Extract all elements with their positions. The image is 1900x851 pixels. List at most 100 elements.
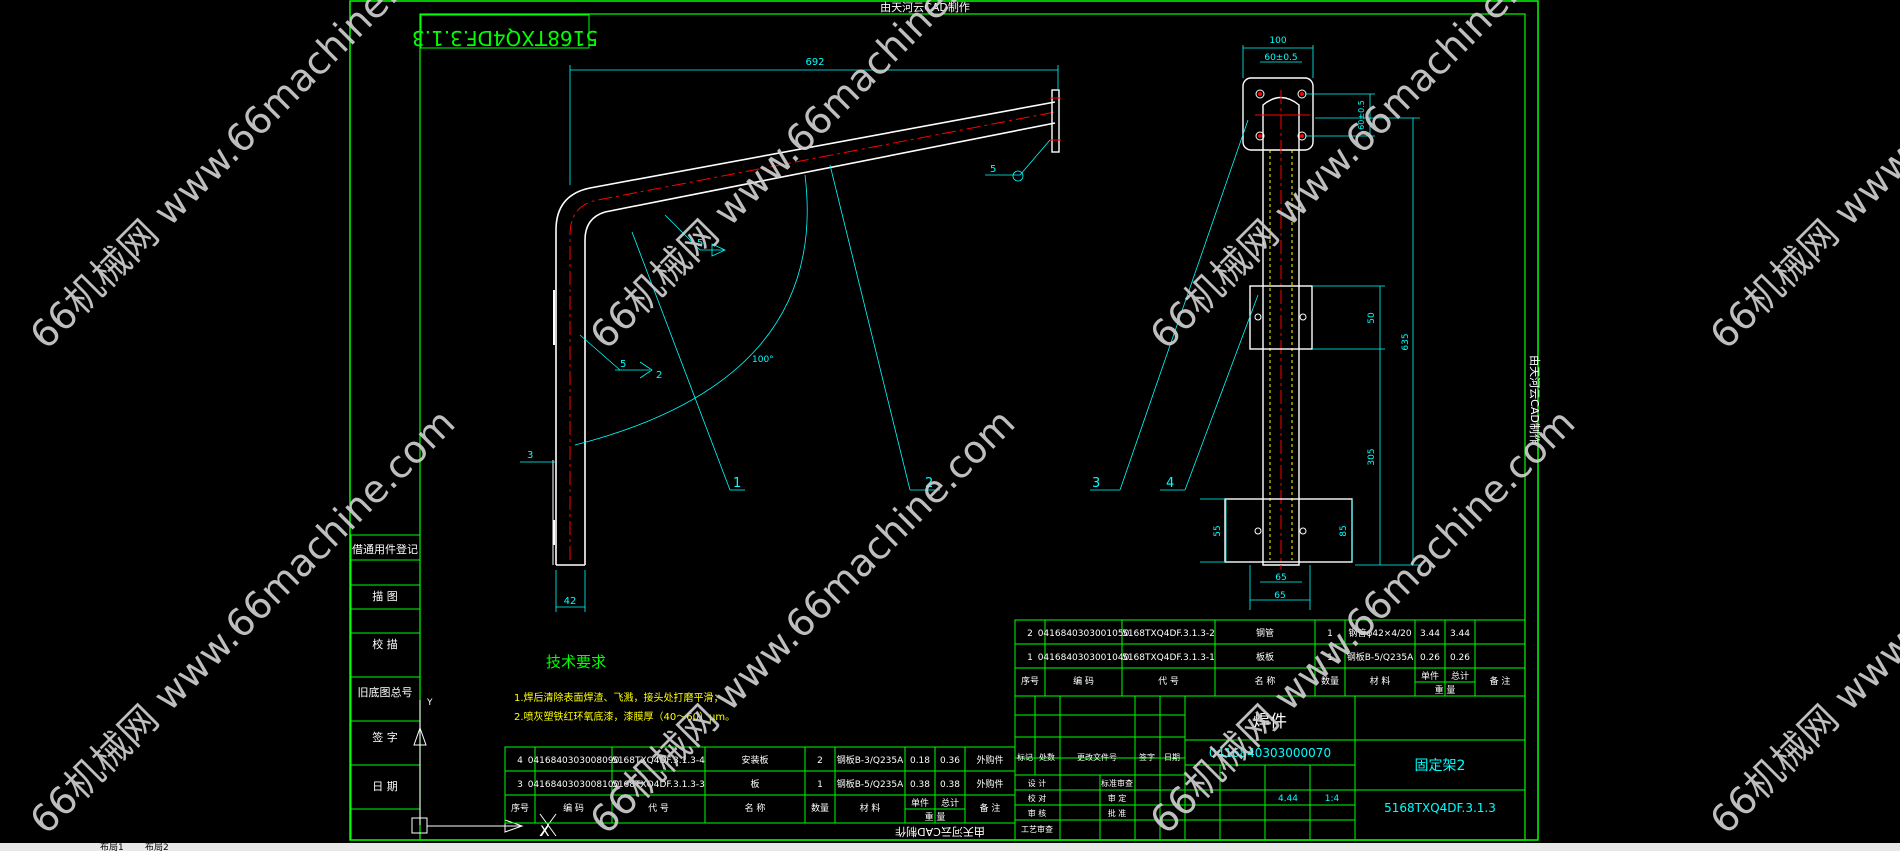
bom-cell: 板板 [1256,651,1274,663]
tube-centerline [569,111,1056,560]
title-part-name: 固定架2 [1415,758,1466,774]
title-block [1014,695,1526,841]
bom-header: 名 称 [1255,675,1276,687]
dim-length: 692 [805,57,824,68]
bom-header: 编 码 [1073,675,1094,687]
bom-header: 数量 [1321,675,1339,687]
bom-header: 名 称 [745,802,766,814]
balloon-2: 2 [925,476,933,491]
weld-symbol-3: 5 [620,359,626,370]
col-label-0: 借通用件登记 [352,542,418,556]
bom-cell: 钢板B-5/Q235A [1347,651,1414,663]
bom-cell: 1 [817,780,823,790]
svg-text:X: X [540,824,550,840]
inner-frame [419,13,1526,841]
title-label: 更改文件号 [1077,752,1117,762]
bom-header: 代 号 [648,803,669,814]
title-label: 设 计 [1028,778,1047,788]
bom-cell: 外购件 [976,754,1003,766]
bom-cell: 钢板B-5/Q235A [837,778,904,790]
bom-cell: 钢管φ42×4/20 [1348,627,1411,639]
drawing-number-text: 5168TXQ4DF.3.1.3 [412,26,598,50]
end-plate [1051,89,1060,153]
bom-header: 单件 [1421,670,1439,682]
dim-angle: 100° [752,355,774,365]
title-code: 0416840303000070 [1209,746,1331,760]
lower-block [1224,498,1353,563]
weld-symbol-4: 2 [656,370,662,381]
footer-text: 由天河云CAD制作 [895,825,985,839]
dim-mid-span: 305 [1367,448,1377,465]
layout-tabbar: 布局1 布局2 [0,843,1900,851]
title-label: 工艺审查 [1021,824,1053,834]
bom-cell: 3.44 [1450,629,1470,639]
bom-header: 序号 [1021,675,1039,687]
tab-layout-2[interactable]: 布局2 [145,843,169,851]
bom-header: 备 注 [980,802,1001,814]
dim-left: 3 [527,450,533,461]
bom-header: 总计 [1451,670,1469,682]
tube-outer [555,101,1056,565]
bom-cell: 0416840303001050 [1038,629,1130,639]
title-label: 标记 [1017,752,1033,762]
title-type: 焊件 [1253,712,1287,732]
col-label-3: 旧底图总号 [358,685,413,699]
bom-cell: 2 [1027,629,1033,639]
bom-cell: 0416840303008090 [528,756,620,766]
bom-header: 单件 [911,797,929,809]
bom-weight-label: 重 量 [925,811,946,823]
bom-weight-label: 重 量 [1435,684,1456,696]
title-label: 校 对 [1028,793,1047,803]
bom-cell: 钢板B-3/Q235A [837,754,904,766]
header-text: 由天河云CAD制作 [880,0,970,14]
tech-req-title: 技术要求 [546,653,606,671]
bom-header: 总计 [941,797,959,809]
bom-header: 数量 [811,802,829,814]
title-label: 审 定 [1108,793,1127,803]
drawing-number-box [420,14,590,49]
bom-cell: 3.44 [1420,629,1440,639]
bom-cell: 0.26 [1450,653,1470,663]
col-label-1: 描 图 [372,589,398,603]
bom-header: 代 号 [1158,676,1179,687]
left-view: 692 100° 3 42 5 5 5 2 1 2 [520,57,1061,612]
title-labels: 标记处数更改文件号签字日期设 计标准审查校 对审 定审 核批 准工艺审查 [1017,752,1180,834]
bom-header: 材 料 [1370,675,1391,687]
bom-header: 编 码 [563,802,584,814]
dim-top-width: 100 [1269,36,1286,46]
bom-cell: 安装板 [741,754,768,766]
dim-hole-offset: 60±0.5 [1357,100,1366,130]
bom-top [1014,619,1526,697]
bom-cell: 5168TXQ4DF.3.1.3-2 [1122,629,1215,639]
bom-cell: 0.36 [940,756,960,766]
balloon-4: 4 [1166,476,1174,491]
dim-bottom-inner: 65 [1275,573,1286,583]
title-label: 标准审查 [1101,778,1133,788]
svg-text:Y: Y [426,698,433,708]
bom-cell: 1 [1327,653,1333,663]
title-label: 审 核 [1028,808,1047,818]
bom-cell: 0.38 [940,780,960,790]
bom-cell: 5168TXQ4DF.3.1.3-4 [612,756,705,766]
title-scale: 1:4 [1325,794,1340,804]
col-label-4: 签 字 [372,730,398,744]
col-label-2: 校 描 [372,637,398,651]
bom-cell: 5168TXQ4DF.3.1.3-1 [1122,653,1215,663]
bom-cell: 1 [1327,629,1333,639]
weld-symbol-2: 5 [697,238,703,249]
bom-cell: 板 [750,778,759,790]
bom-cell: 4 [517,756,523,766]
title-weight: 4.44 [1278,794,1298,804]
dim-hole-spacing: 60±0.5 [1264,53,1297,63]
tech-req-line-2: 2.喷灰塑铁红环氧底漆，漆膜厚（40～60）μm。 [514,710,735,723]
bom-cell: 1 [1027,653,1033,663]
top-plate [1242,77,1314,151]
dim-lower-left: 55 [1213,525,1223,536]
bom-cell: 钢管 [1256,627,1274,639]
title-label: 日期 [1164,753,1180,762]
tab-layout-1[interactable]: 布局1 [100,843,124,851]
title-drawing-no: 5168TXQ4DF.3.1.3 [1384,801,1496,815]
